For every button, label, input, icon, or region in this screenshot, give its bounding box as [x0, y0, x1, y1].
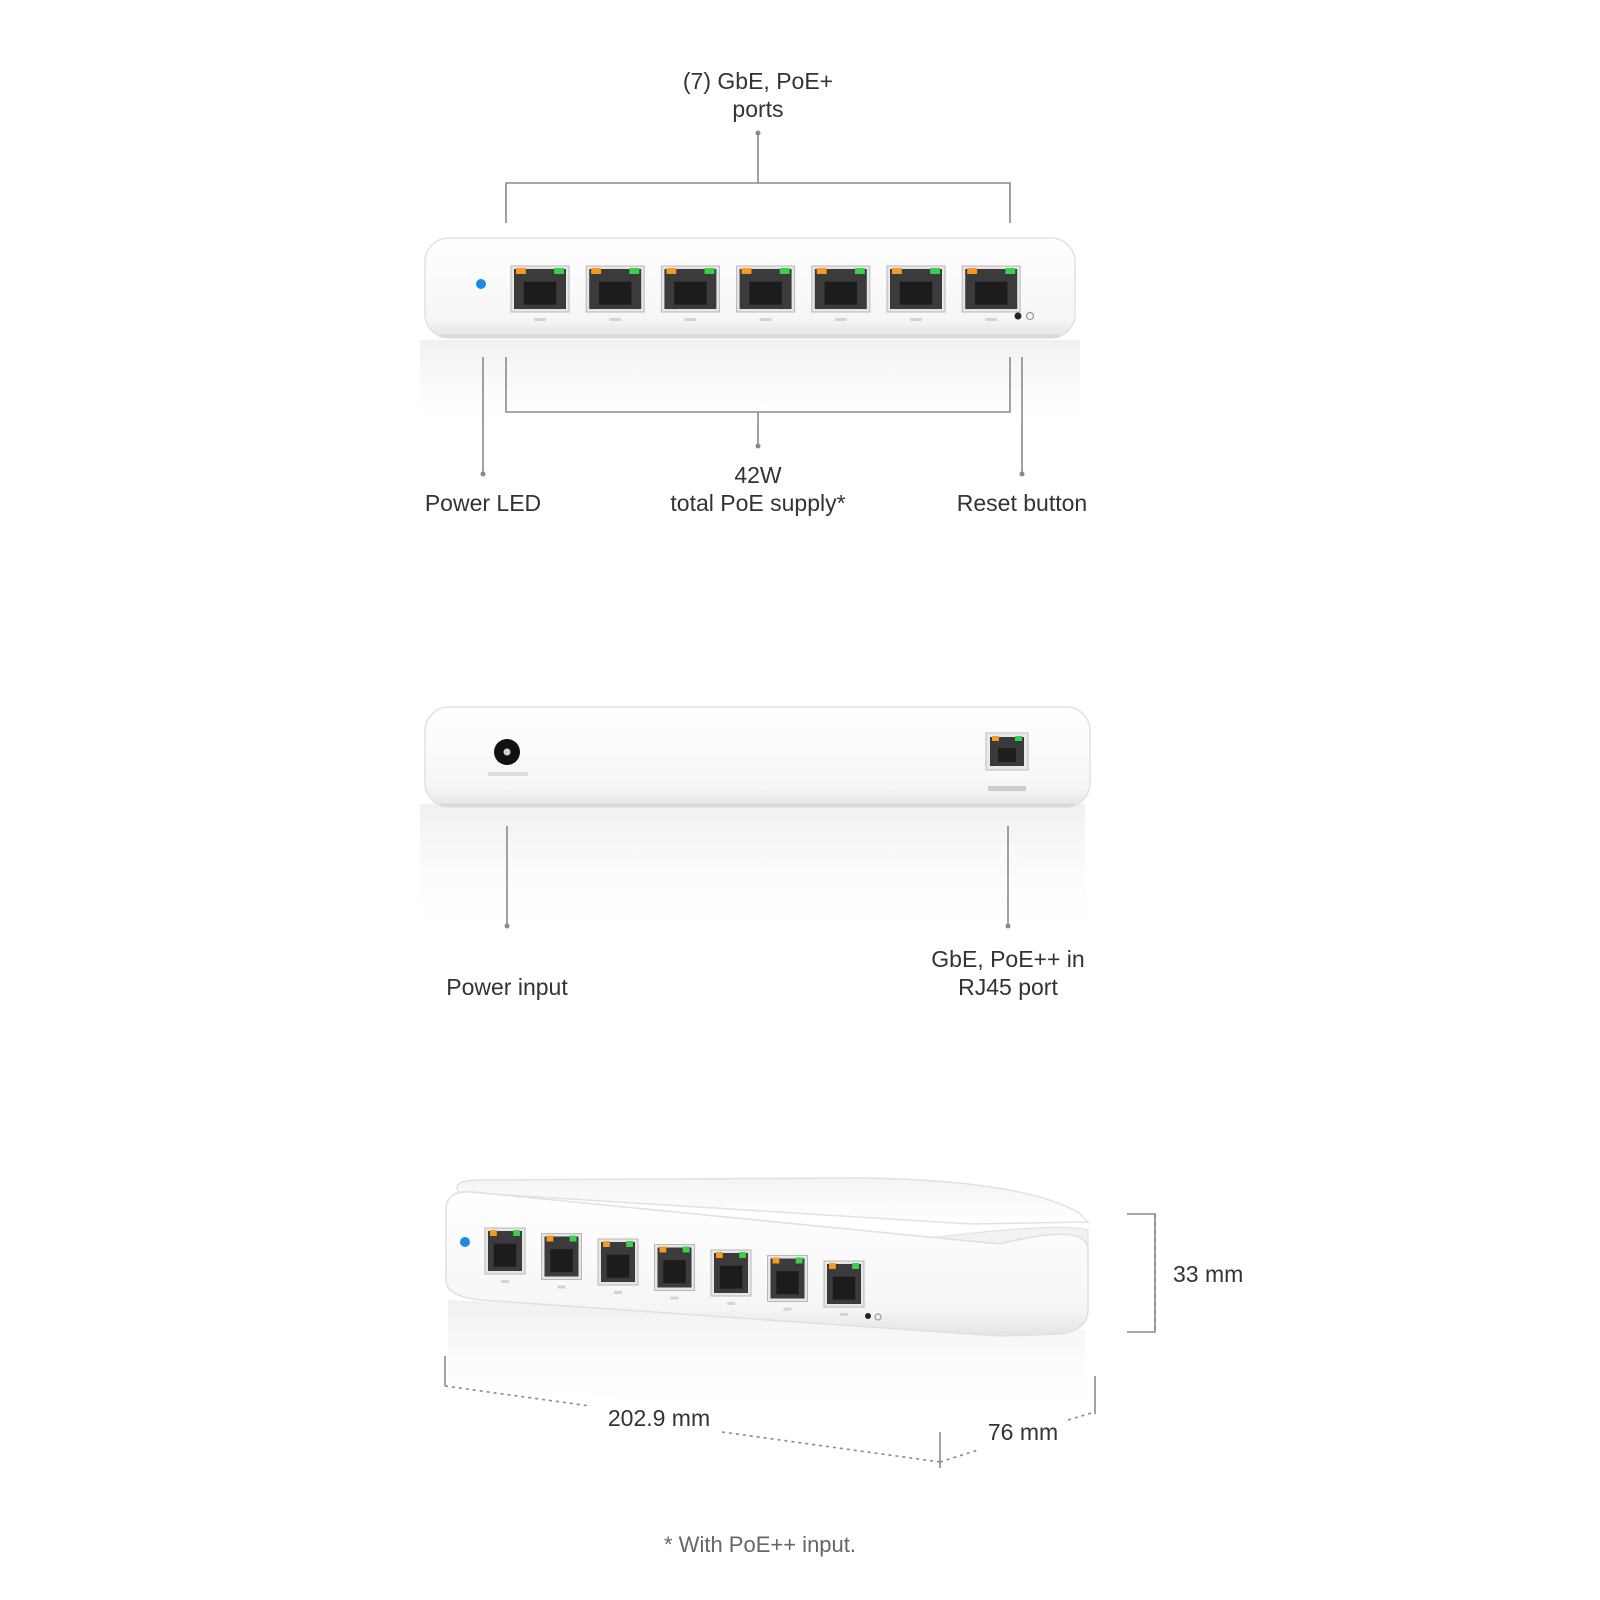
angled-port-group: [484, 1227, 865, 1316]
front-port-group: [510, 265, 1021, 321]
dimension-lines: [444, 1213, 1156, 1468]
angled-rj45-port-4: [654, 1244, 695, 1300]
angled-rj45-port-7: [823, 1260, 865, 1316]
rear-view-switch: [420, 706, 1091, 944]
power-led-label: Power LED: [424, 490, 542, 516]
power-input-label: Power input: [446, 974, 568, 1000]
reset-button-label: Reset button: [956, 490, 1088, 516]
rear-callouts: [506, 826, 1009, 926]
uplink-label-line2: RJ45 port: [958, 974, 1058, 1000]
front-callouts: [482, 133, 1023, 474]
uplink-port-callout-label: GbE, PoE++ in RJ45 port: [908, 945, 1108, 1001]
front-rj45-port-6: [886, 265, 946, 321]
front-rj45-port-2: [585, 265, 645, 321]
angled-rj45-port-5: [710, 1249, 752, 1305]
rear-reflection: [420, 804, 1085, 944]
reset-pinhole-icon: [1025, 311, 1035, 321]
angled-rj45-port-2: [541, 1233, 582, 1289]
front-rj45-port-5: [811, 265, 871, 321]
angled-rj45-port-3: [597, 1238, 639, 1294]
front-rj45-port-4: [736, 265, 796, 321]
poe-supply-callout-label: 42W total PoE supply*: [638, 461, 878, 517]
angled-top-face: [456, 1177, 1090, 1225]
front-rj45-port-3: [660, 265, 720, 321]
poe-supply-line1: 42W: [734, 462, 782, 488]
ports-label-line1: (7) GbE, PoE+: [682, 68, 834, 94]
uplink-port-icon: [985, 732, 1029, 771]
depth-dimension-label: 76 mm: [987, 1419, 1059, 1445]
reset-button-icon: [1014, 312, 1022, 320]
front-view-switch: [420, 237, 1080, 435]
width-dimension-label: 202.9 mm: [607, 1405, 711, 1431]
ports-callout-label: (7) GbE, PoE+ ports: [658, 67, 858, 123]
angled-power-led-icon: [460, 1237, 470, 1247]
ports-label-line2: ports: [732, 96, 784, 122]
power-led-icon: [476, 279, 486, 289]
height-dimension-label: 33 mm: [1173, 1261, 1244, 1287]
angled-rj45-port-1: [484, 1227, 526, 1283]
front-rj45-port-1: [510, 265, 570, 321]
angled-rj45-port-6: [767, 1255, 808, 1311]
uplink-label-line1: GbE, PoE++ in: [931, 946, 1085, 972]
rear-switch-body: [424, 706, 1091, 808]
angled-view-switch: [445, 1177, 1090, 1420]
front-rj45-port-7: [961, 265, 1021, 321]
footnote: * With PoE++ input.: [664, 1532, 856, 1557]
front-reflection: [420, 340, 1080, 435]
poe-supply-line2: total PoE supply*: [670, 490, 846, 516]
